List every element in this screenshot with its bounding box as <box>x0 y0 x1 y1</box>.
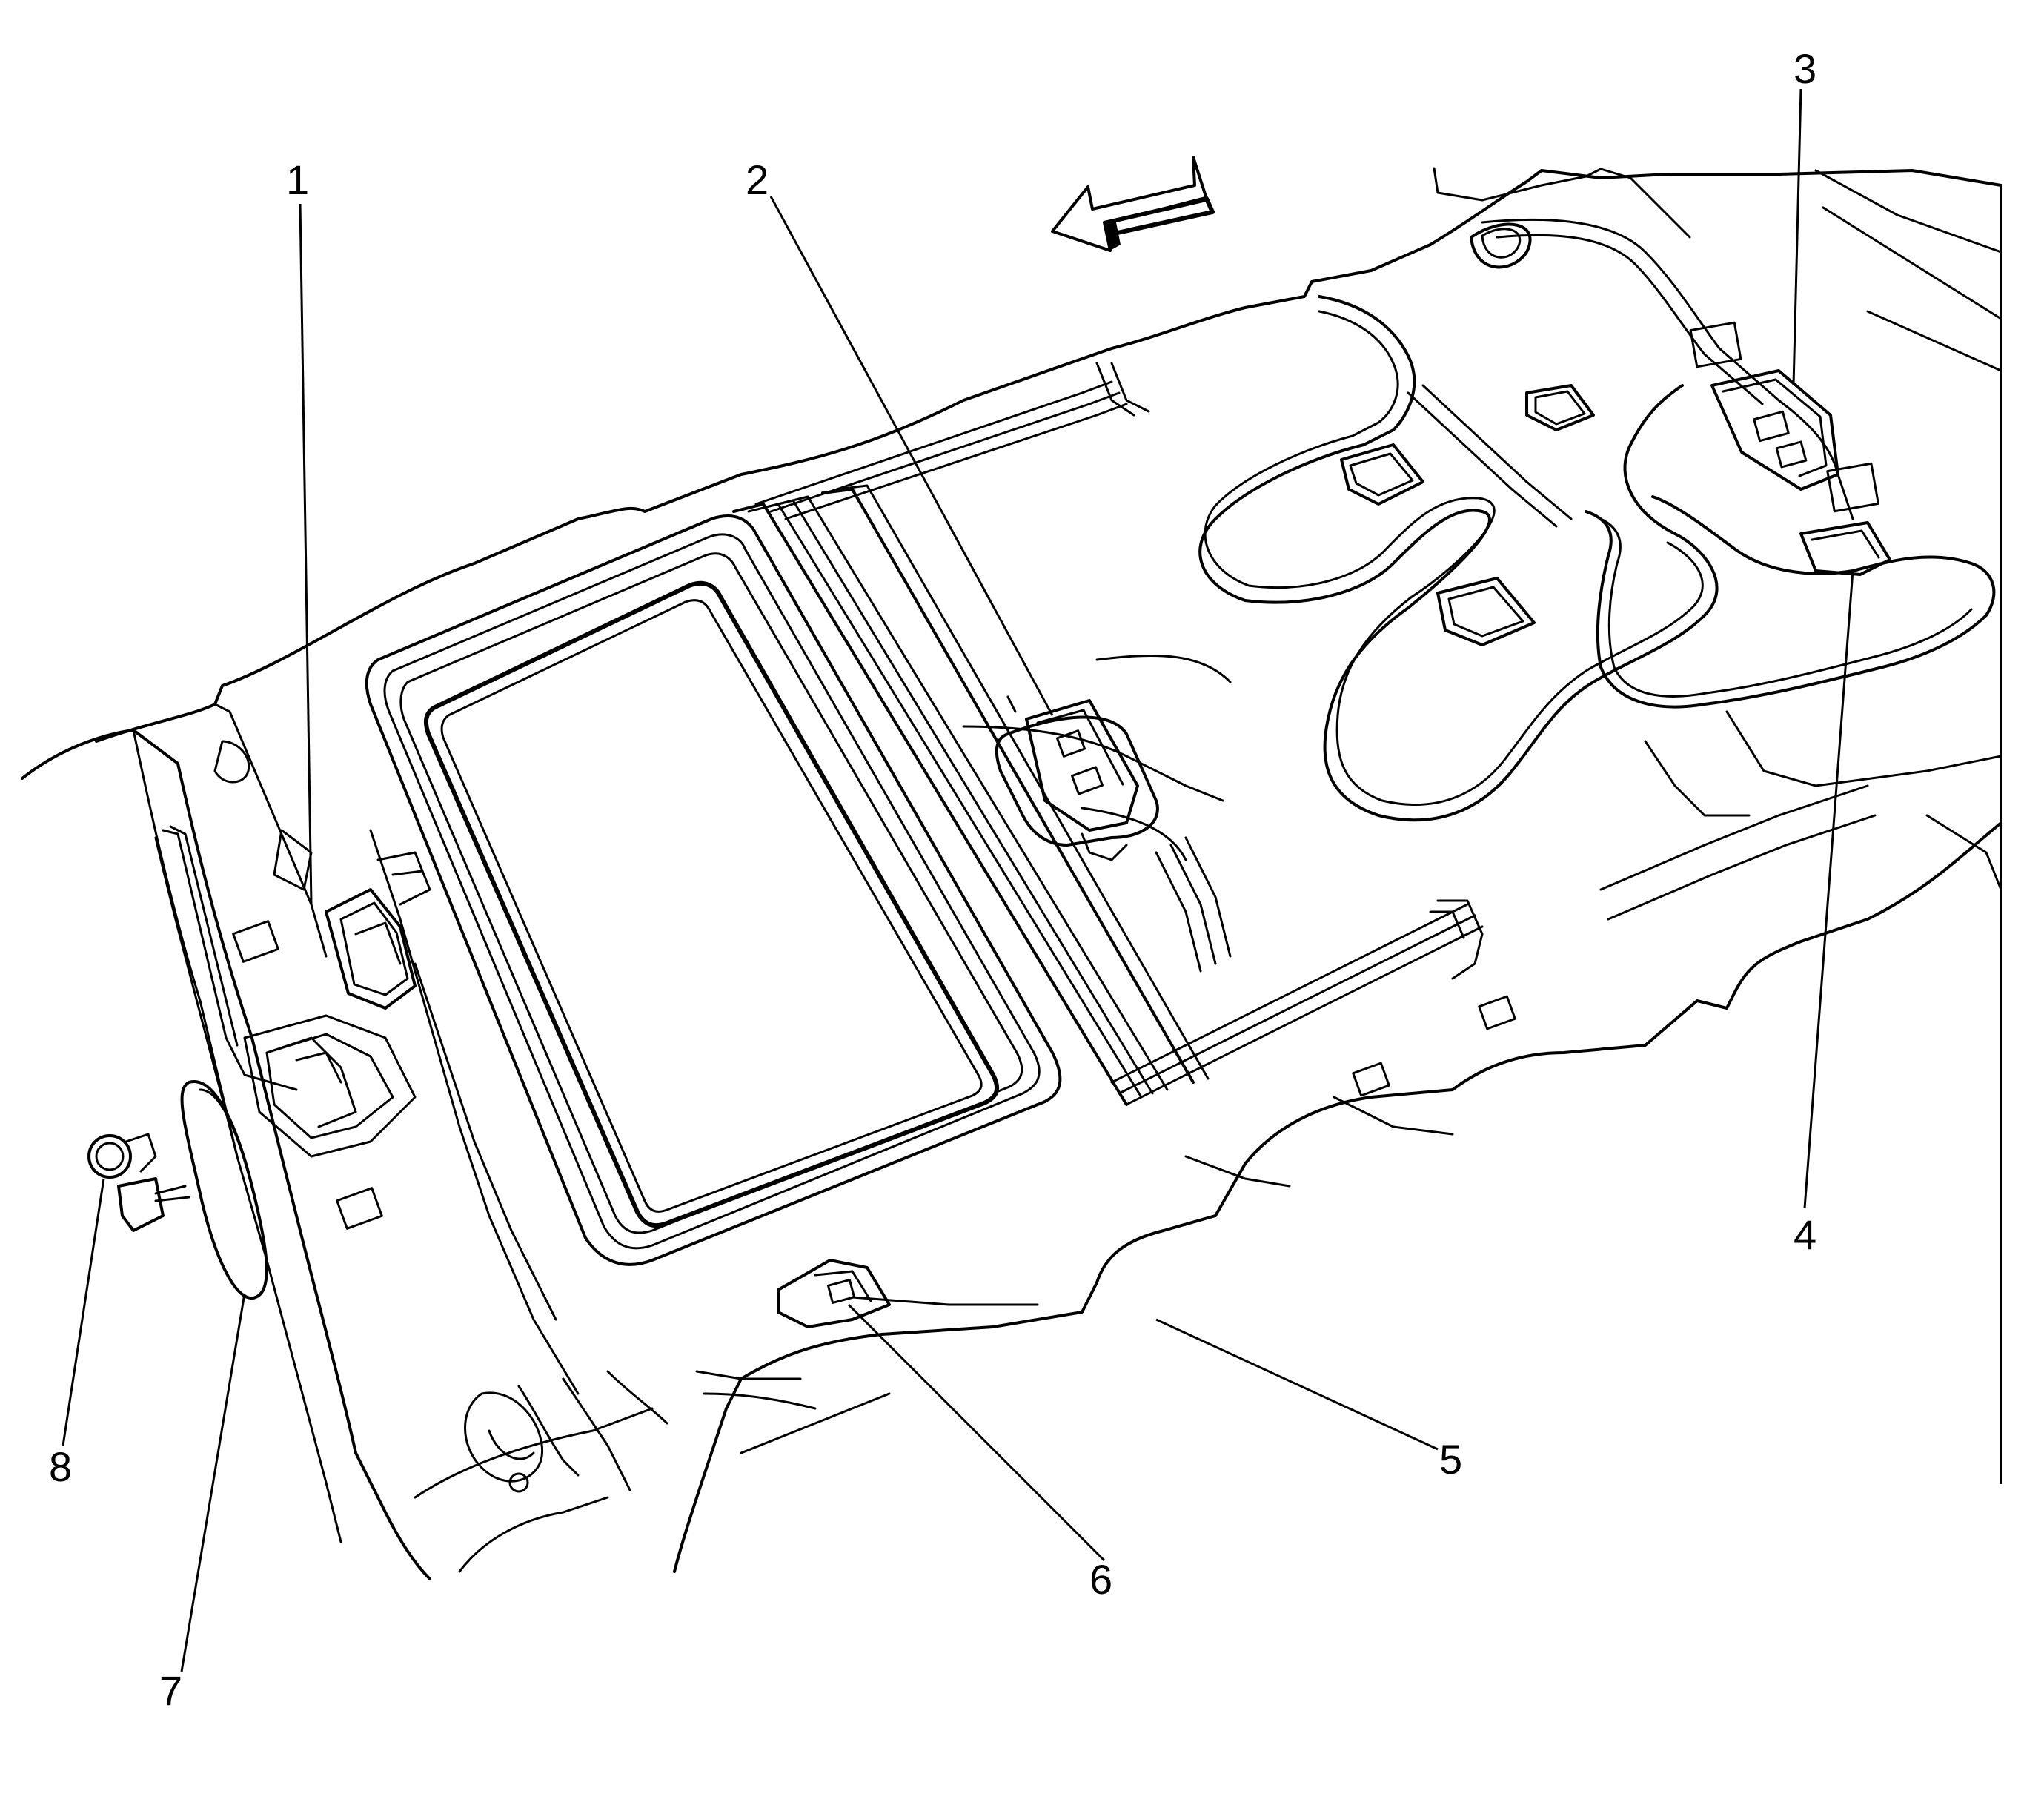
sunroof-glass <box>423 580 1000 1228</box>
leader-7 <box>180 1293 246 1672</box>
callout-1: 1 <box>286 156 309 203</box>
component-8-bulb-socket <box>87 1133 165 1232</box>
leader-2 <box>769 196 1054 716</box>
component-3-rear-module <box>1710 369 1839 491</box>
callout-6: 6 <box>1089 1556 1112 1603</box>
leader-5 <box>1155 1318 1439 1451</box>
callout-2: 2 <box>746 156 769 203</box>
leader-1 <box>299 203 313 905</box>
component-7-lamp-lens <box>154 1080 268 1300</box>
front-direction-arrow-icon <box>1051 156 1215 252</box>
callout-4: 4 <box>1794 1211 1816 1258</box>
leader-3 <box>1792 88 1802 386</box>
pocket-upper <box>1470 222 1532 269</box>
leader-4 <box>1803 570 1854 1209</box>
component-1-overhead-console <box>265 851 431 1128</box>
component-2-center-module <box>995 695 1159 861</box>
headliner-panel <box>21 167 2002 1580</box>
component-4-rear-clip <box>1799 521 1891 576</box>
component-6-side-clip <box>777 1259 891 1328</box>
callout-3: 3 <box>1794 45 1816 92</box>
callout-7: 7 <box>159 1667 182 1714</box>
leader-lines <box>62 88 1854 1672</box>
leader-8 <box>62 1178 105 1446</box>
sunroof-rails <box>732 362 1484 1106</box>
rear-headliner-contours <box>695 169 2002 1454</box>
small-details <box>213 321 1879 1493</box>
callout-labels: 1 2 3 4 5 6 7 8 <box>49 45 1816 1714</box>
callout-5: 5 <box>1439 1436 1462 1483</box>
leader-6 <box>847 1303 1106 1562</box>
callout-8: 8 <box>49 1443 72 1490</box>
